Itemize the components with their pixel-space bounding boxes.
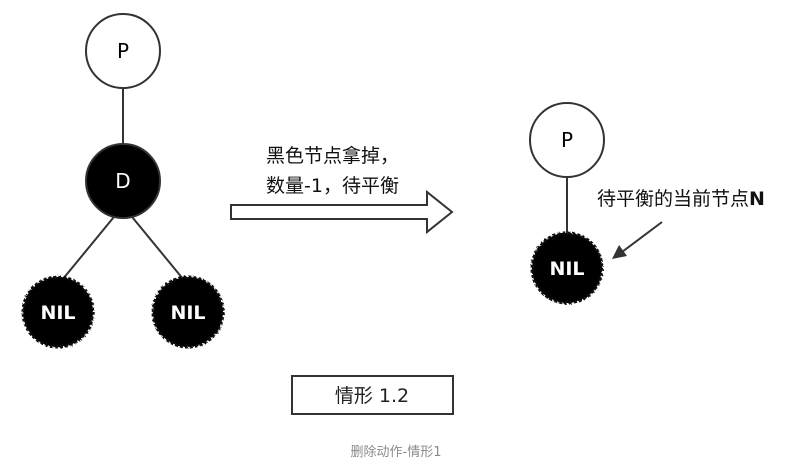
node-p-right-label: P	[561, 128, 573, 152]
node-p-left: P	[85, 13, 161, 89]
node-nil-right: NIL	[151, 275, 225, 349]
pointer-text: 待平衡的当前节点	[597, 188, 749, 210]
case-box-label: 情形 1.2	[335, 385, 409, 407]
node-nil-left: NIL	[21, 275, 95, 349]
node-d: D	[85, 143, 161, 219]
pointer-annotation: 待平衡的当前节点N	[597, 188, 765, 210]
case-box: 情形 1.2	[291, 375, 454, 415]
node-nil-right-label: NIL	[170, 302, 205, 324]
hollow-right-arrow-icon	[230, 189, 454, 235]
right-tree: P NIL 待平衡的当前节点N	[529, 102, 765, 305]
transition-line2: 数量-1，待平衡	[266, 175, 399, 197]
node-nil-current: NIL	[530, 231, 604, 305]
pointer-bold: N	[749, 188, 765, 210]
node-p-right: P	[529, 102, 605, 178]
figure-caption: 删除动作-情形1	[351, 445, 442, 460]
edge-d-nil-left	[57, 211, 119, 286]
transition: 黑色节点拿掉， 数量-1，待平衡	[230, 144, 454, 235]
pointer-arrow-icon	[612, 221, 663, 259]
left-tree: P D NIL NIL	[21, 13, 225, 349]
node-d-label: D	[115, 169, 130, 193]
node-nil-left-label: NIL	[40, 302, 75, 324]
transition-line1: 黑色节点拿掉，	[266, 144, 399, 167]
node-nil-current-label: NIL	[549, 258, 584, 280]
edge-d-nil-right	[127, 211, 189, 286]
node-p-left-label: P	[117, 39, 129, 63]
